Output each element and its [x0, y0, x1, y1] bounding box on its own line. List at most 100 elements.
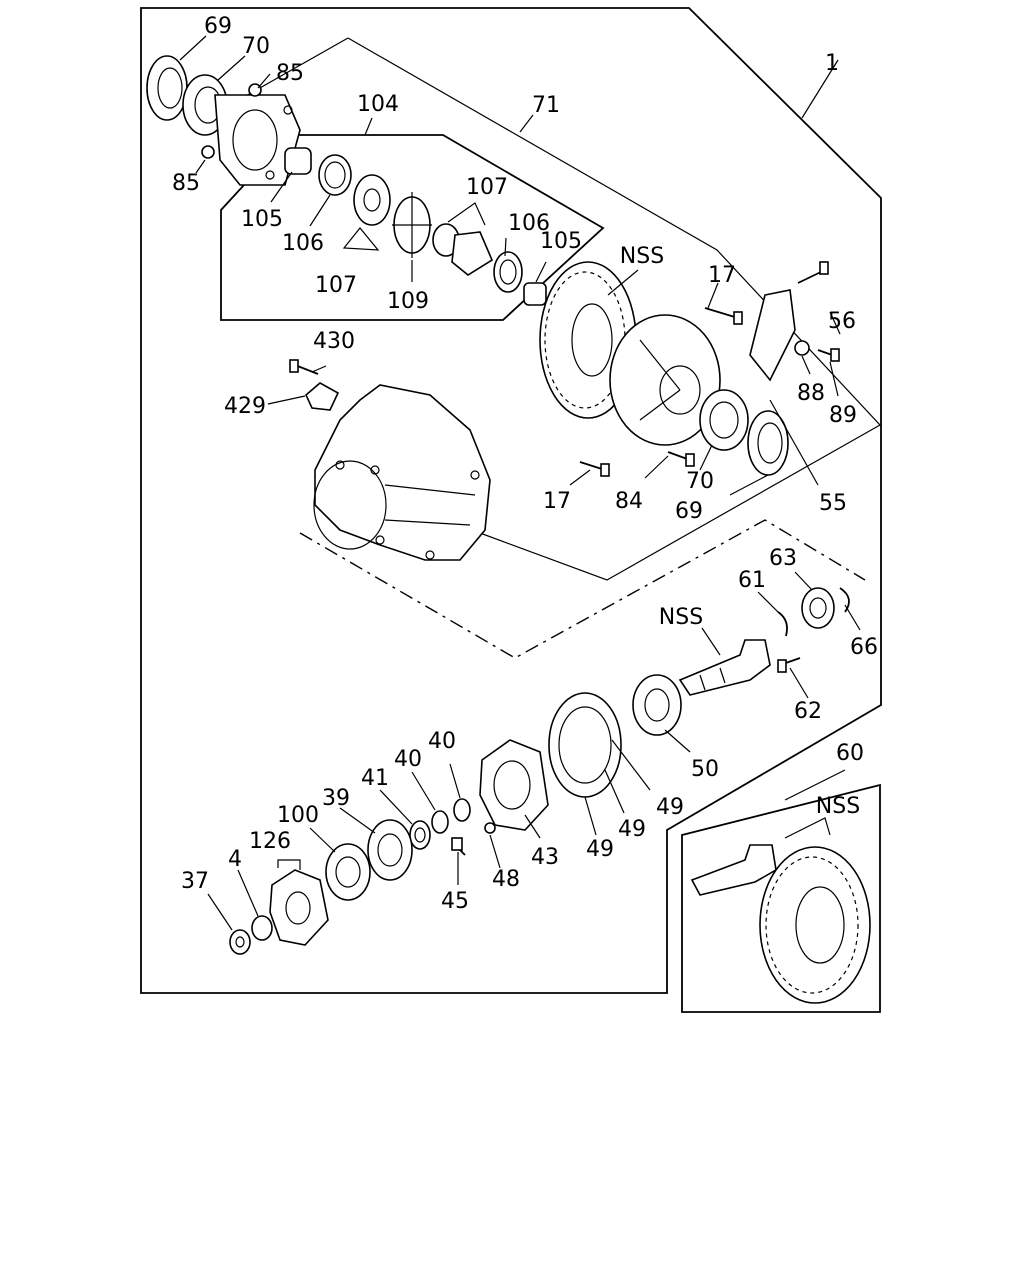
callout-106-right: 106: [508, 211, 550, 236]
callout-104: 104: [357, 92, 399, 117]
callout-429: 429: [224, 394, 266, 419]
callout-88: 88: [797, 381, 825, 406]
bearing-70-right: [699, 389, 749, 451]
callout-69-top: 69: [204, 14, 232, 39]
callout-105-right: 105: [540, 229, 582, 254]
pinion-retainer-43: [479, 739, 549, 831]
spacer-40-right: [453, 798, 471, 822]
nut-37: [229, 929, 251, 955]
callout-107-right: 107: [466, 175, 508, 200]
callout-1: 1: [825, 51, 839, 76]
bearing-63: [801, 587, 835, 629]
leader-lines: [179, 35, 861, 931]
gear-set-ring-gear: [759, 846, 871, 1004]
lock-plate-88: [794, 340, 810, 356]
pinion-assembly-frame: [299, 519, 866, 659]
callout-85-left: 85: [172, 171, 200, 196]
callout-nss-gear-set: NSS: [816, 794, 860, 819]
drive-pinion-nss: [678, 639, 771, 696]
shim-49: [548, 692, 622, 798]
bearing-50: [632, 674, 682, 736]
callout-109: 109: [387, 289, 429, 314]
callout-45: 45: [441, 889, 469, 914]
callout-55: 55: [819, 491, 847, 516]
gear-set-frame: [681, 783, 881, 1013]
callout-430: 430: [313, 329, 355, 354]
callout-nss-ring-gear: NSS: [620, 244, 664, 269]
callout-49-middle: 49: [618, 817, 646, 842]
callout-84: 84: [615, 489, 643, 514]
gear-kit-frame: [220, 134, 605, 321]
gear-set-pinion: [690, 844, 777, 896]
bolt-17-upper: [704, 307, 743, 325]
callout-66: 66: [850, 635, 878, 660]
carrier-housing: [313, 384, 491, 561]
callout-100: 100: [277, 803, 319, 828]
spider-109: [392, 192, 432, 258]
callout-17-lower: 17: [543, 489, 571, 514]
companion-flange-126: [269, 869, 329, 946]
bearing-41: [409, 820, 431, 850]
callout-60: 60: [836, 741, 864, 766]
callout-71: 71: [532, 93, 560, 118]
nut-85-left: [201, 145, 215, 159]
callout-62: 62: [794, 699, 822, 724]
bearing-race-69-right: [747, 410, 789, 476]
nut-85-top: [248, 83, 262, 97]
plate-429: [305, 382, 340, 411]
callout-43: 43: [531, 845, 559, 870]
callout-70-right: 70: [686, 469, 714, 494]
bolt-84: [667, 451, 695, 467]
bolt-62: [777, 657, 801, 673]
bearing-cap-55: [749, 289, 796, 382]
bearing-39: [367, 819, 413, 881]
spacer-40-left: [431, 810, 449, 834]
callout-89: 89: [829, 403, 857, 428]
bolt-430: [289, 359, 319, 375]
callout-50: 50: [691, 757, 719, 782]
callout-40-right: 40: [428, 729, 456, 754]
callout-106-left: 106: [282, 231, 324, 256]
callout-105-left: 105: [241, 207, 283, 232]
callout-39: 39: [322, 786, 350, 811]
callout-37: 37: [181, 869, 209, 894]
callout-107-left: 107: [315, 273, 357, 298]
differential-case-frame: [347, 37, 881, 581]
callout-126: 126: [249, 829, 291, 854]
thrust-washer-106-right: [493, 251, 523, 293]
callout-48: 48: [492, 867, 520, 892]
callout-41: 41: [361, 766, 389, 791]
snap-ring-61: [777, 611, 788, 637]
callout-63: 63: [769, 546, 797, 571]
side-gear-105-right: [523, 282, 547, 306]
thrust-washer-106-left: [318, 154, 352, 196]
bolt-45: [451, 837, 466, 856]
snap-ring-66: [839, 587, 850, 613]
bearing-70-top: [182, 74, 228, 136]
callout-85-top: 85: [276, 61, 304, 86]
pinion-gear-107-left: [353, 174, 391, 226]
callout-49-left: 49: [586, 837, 614, 862]
bearing-race-69-top: [146, 55, 188, 121]
nut-48: [484, 822, 496, 834]
callout-40-left: 40: [394, 747, 422, 772]
callout-56: 56: [828, 309, 856, 334]
oil-seal-100: [325, 843, 371, 901]
callout-70-top: 70: [242, 34, 270, 59]
side-gear-assembly: [451, 231, 494, 276]
callout-nss-pinion: NSS: [659, 605, 703, 630]
bolt-17-lower: [579, 461, 610, 477]
differential-case-half: [214, 94, 301, 186]
callout-17-upper: 17: [708, 263, 736, 288]
callout-61: 61: [738, 568, 766, 593]
washer-4: [251, 915, 273, 941]
assembly-frame: [140, 7, 882, 994]
bolt-89: [817, 348, 840, 362]
bolt-56: [797, 261, 829, 284]
side-gear-105-left: [284, 147, 312, 175]
callout-4: 4: [228, 847, 242, 872]
callout-69-right: 69: [675, 499, 703, 524]
differential-case-flange: [609, 314, 721, 446]
callout-49-right: 49: [656, 795, 684, 820]
